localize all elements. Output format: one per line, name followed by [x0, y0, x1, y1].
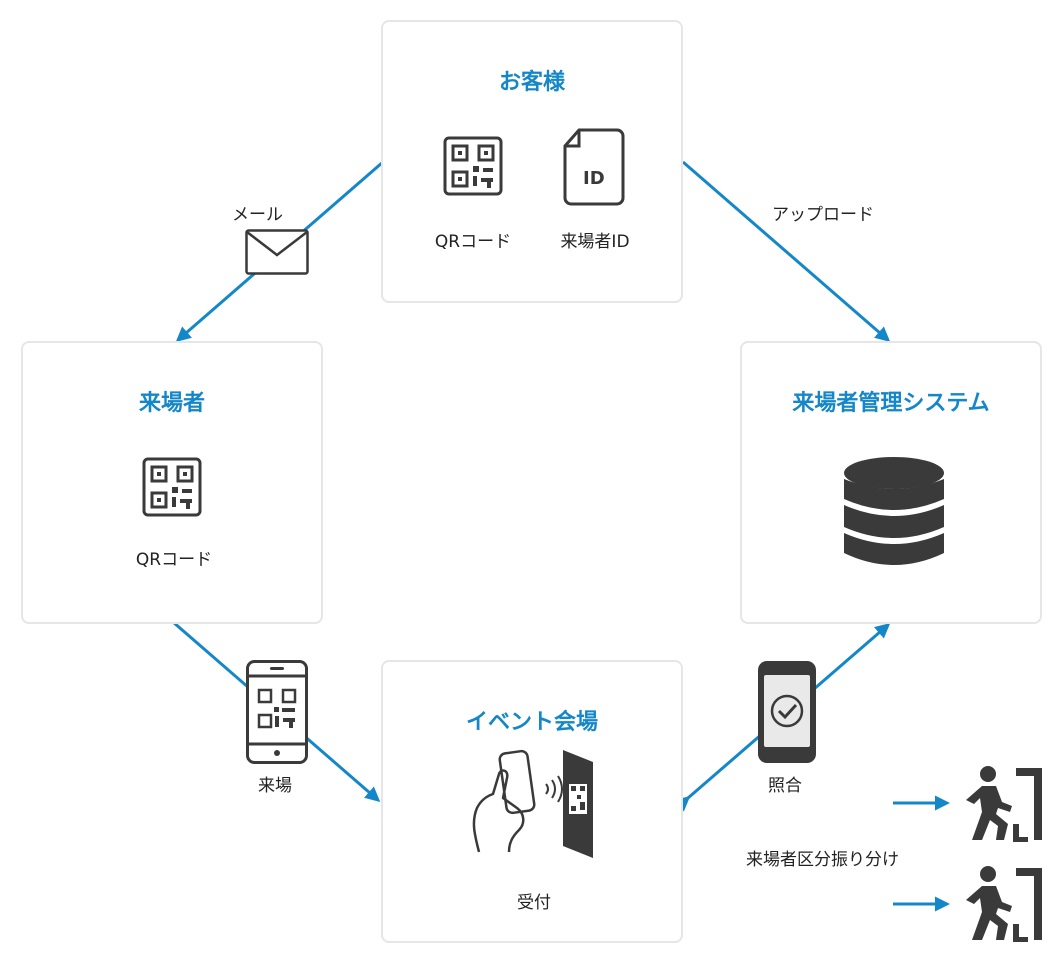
- visitor-title: 来場者: [138, 391, 205, 416]
- venue-title: イベント会場: [465, 710, 598, 735]
- id-document-icon: ID: [563, 128, 625, 206]
- venue-card: イベント会場 受付: [381, 660, 683, 943]
- hand-phone-icon: [472, 749, 536, 853]
- visitor-card: 来場者 QRコード: [21, 341, 323, 624]
- nfc-signal-icon: [545, 775, 563, 803]
- edge-upload: [682, 160, 891, 342]
- arrival-label: 来場: [258, 776, 292, 796]
- venue-item-reception: 受付: [517, 893, 551, 913]
- qr-reader-icon: [563, 750, 593, 858]
- visitor-item-qr: QRコード: [135, 550, 213, 570]
- sorting-label: 来場者区分振り分け: [746, 850, 899, 870]
- customer-item-qr: QRコード: [434, 232, 512, 252]
- mail-label: メール: [232, 205, 283, 225]
- qr-code-icon: [443, 136, 503, 196]
- verify-label: 照合: [768, 776, 802, 796]
- person-exit-icon: [966, 866, 1042, 942]
- person-exit-icon: [966, 766, 1042, 842]
- upload-label: アップロード: [772, 205, 874, 225]
- smartphone-qr-icon: [246, 660, 308, 764]
- customer-item-id: 来場者ID: [560, 232, 630, 252]
- qr-code-icon: [142, 457, 202, 517]
- id-badge-text: ID: [583, 168, 605, 189]
- envelope-icon: [245, 229, 309, 275]
- system-title: 来場者管理システム: [792, 391, 990, 416]
- smartphone-check-icon: [758, 661, 816, 763]
- database-icon: [844, 457, 944, 565]
- customer-card: お客様 ID QRコード 来場者ID: [381, 20, 683, 303]
- customer-title: お客様: [498, 70, 565, 95]
- system-card: 来場者管理システム: [740, 341, 1042, 624]
